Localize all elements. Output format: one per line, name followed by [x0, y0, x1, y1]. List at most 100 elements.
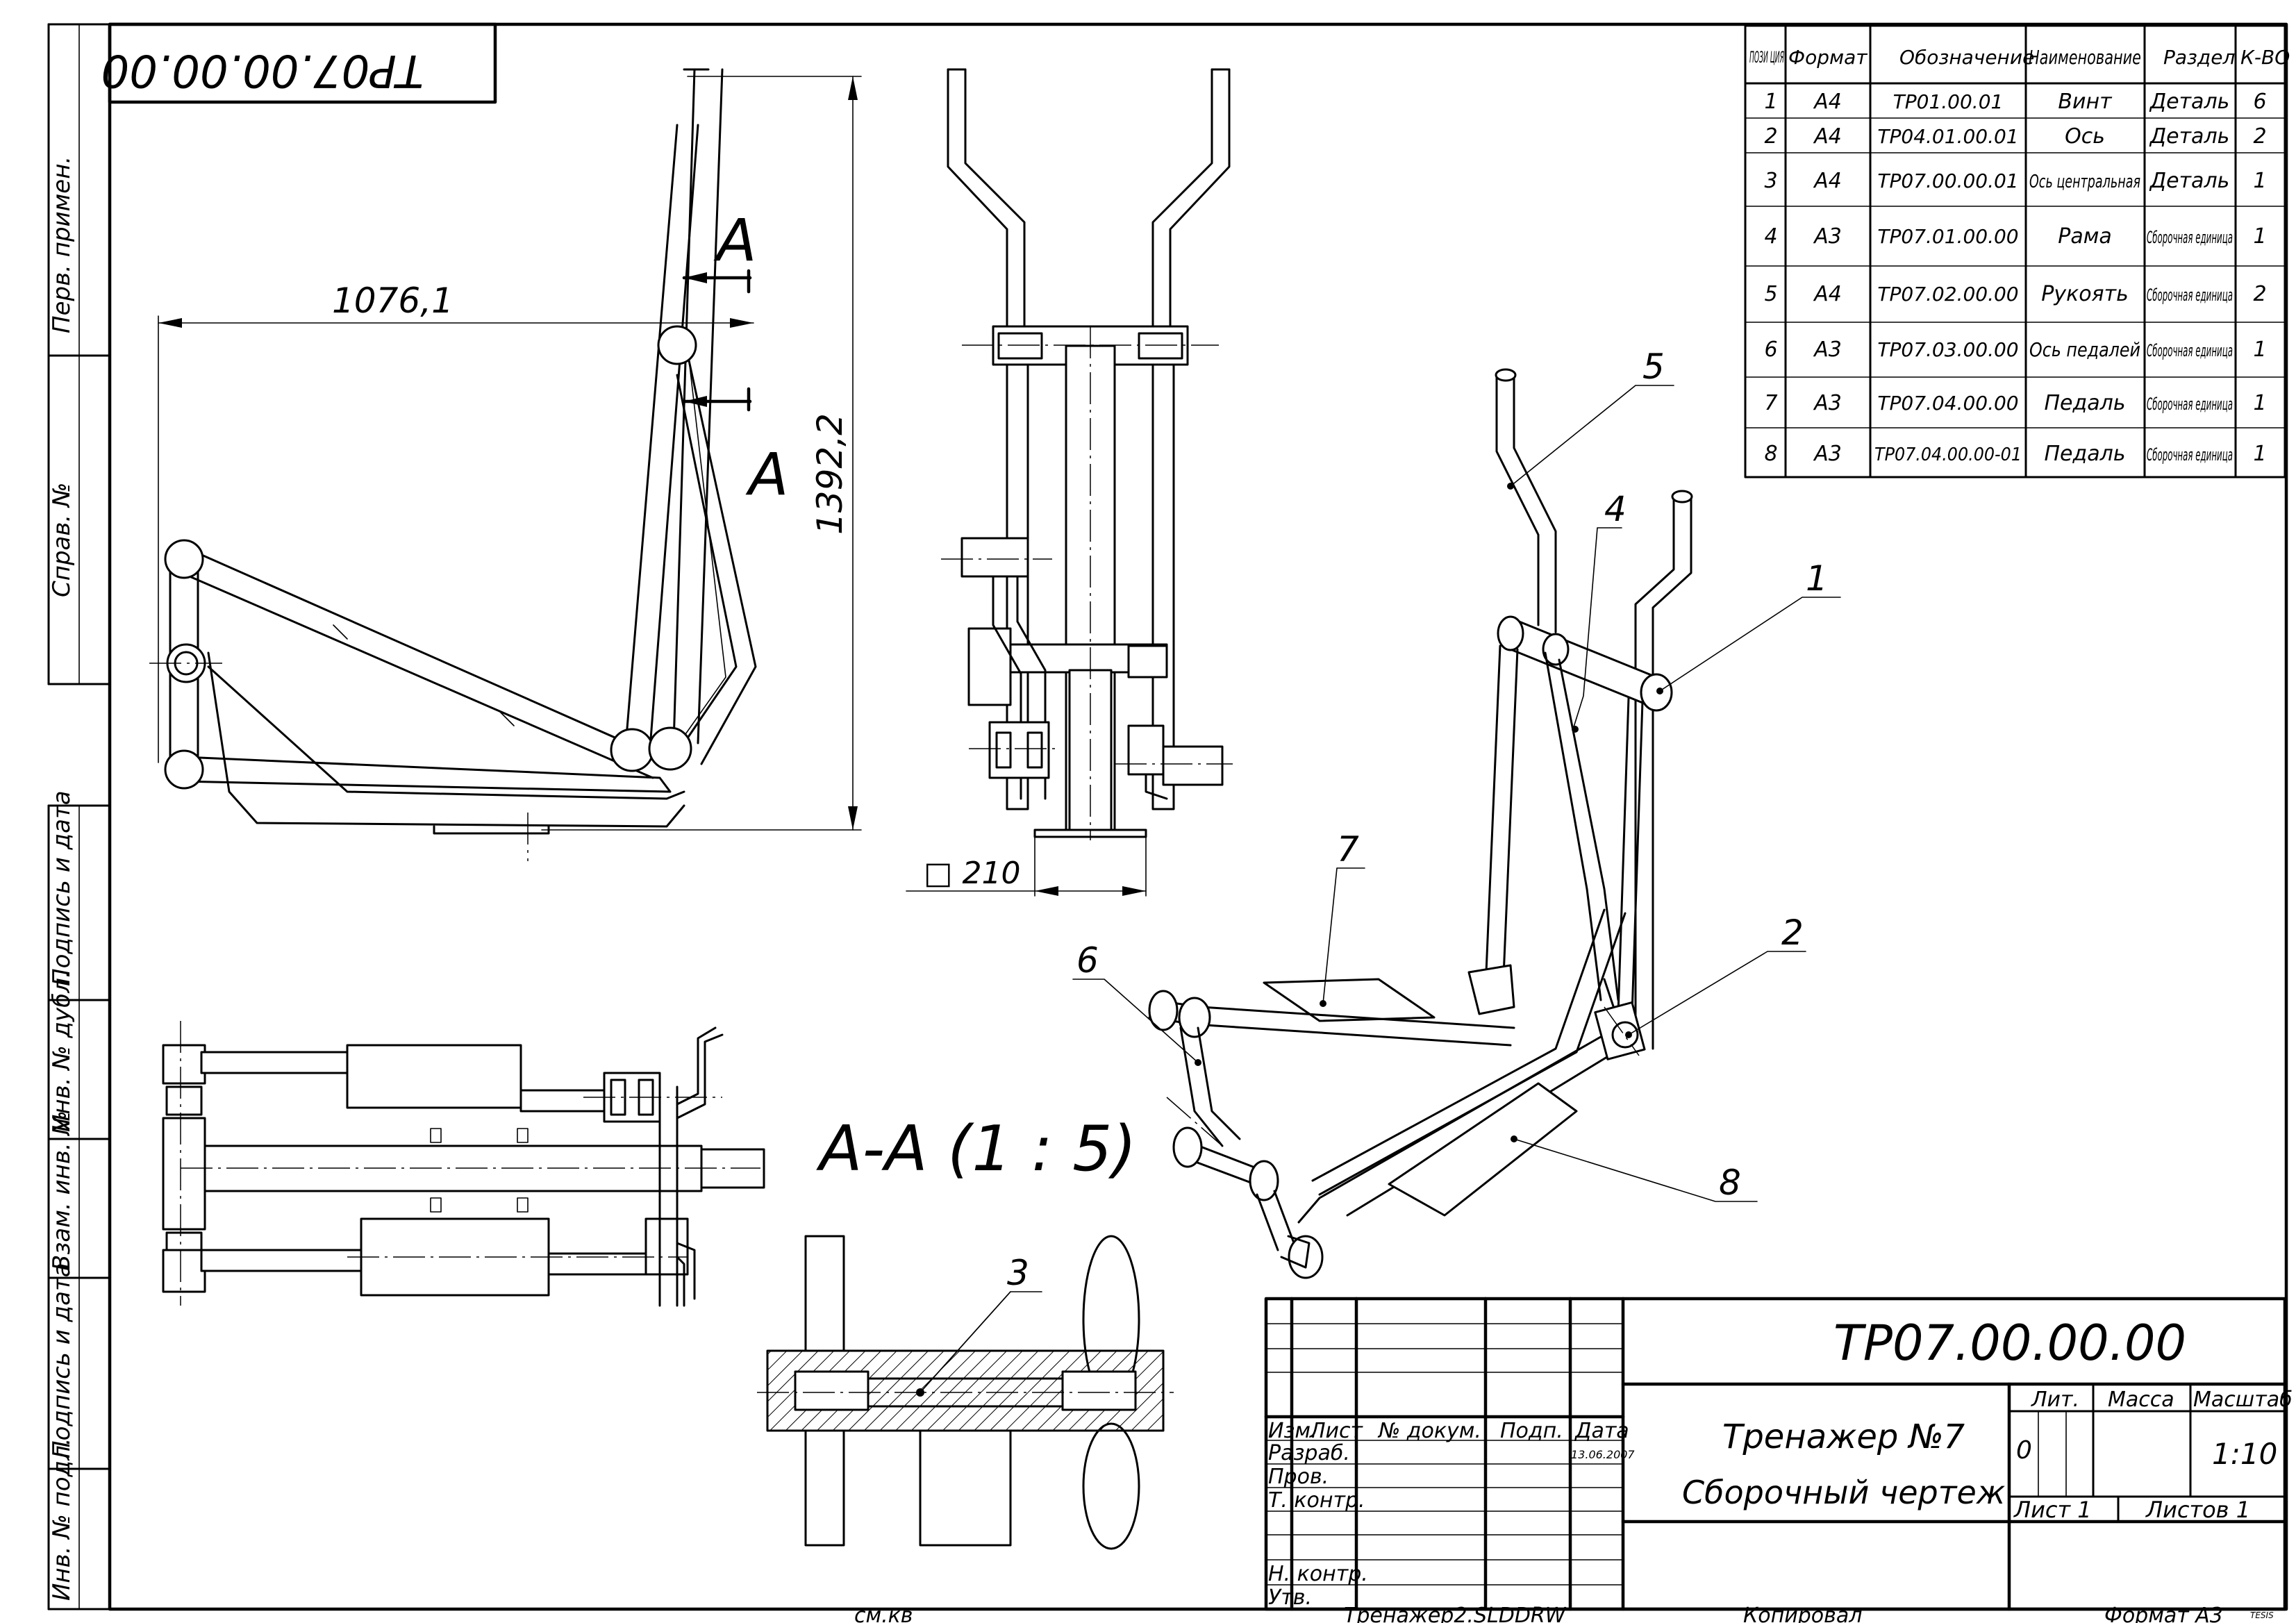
- label-vzam-inv-no: Взам. инв. №: [48, 1110, 76, 1271]
- row-qty: 2: [2253, 124, 2266, 149]
- callout-7: 7: [1337, 829, 1359, 869]
- header-oboznachenie: Обозначение: [1899, 46, 2034, 69]
- header-kolvo: К-ВО: [2240, 46, 2290, 69]
- header-format: Формат: [1788, 46, 1867, 69]
- section-mark-a-top: A: [713, 206, 756, 274]
- callouts: 1 2 3 4 5 6 7 8: [920, 347, 1841, 1393]
- row-format: А3: [1813, 224, 1842, 249]
- title-name-line1: Тренажер №7: [1722, 1417, 1965, 1456]
- label-perv-primen: Перв. примен.: [48, 156, 76, 333]
- row-section: Сборочная единица: [2147, 285, 2233, 305]
- row-name: Педаль: [2045, 391, 2126, 415]
- col-list: Лист: [1309, 1419, 1364, 1443]
- footer-file: Тренажер2.SLDDRW: [1344, 1604, 1567, 1623]
- row-designation: ТР07.03.00.00: [1877, 338, 2018, 361]
- row-designation: ТР07.00.00.01: [1877, 169, 2018, 192]
- row-name: Рукоять: [2041, 282, 2129, 306]
- row-designation: ТР07.04.00.00: [1877, 392, 2018, 415]
- dimension-width: 1076,1: [332, 281, 454, 321]
- dimension-height: 1392,2: [810, 413, 850, 535]
- sheet-label: Лист 1: [2013, 1497, 2092, 1523]
- callout-3: 3: [1007, 1253, 1029, 1293]
- label-podpis-data-top: Подпись и дата: [48, 790, 76, 986]
- footer-copied: Копировал: [1743, 1604, 1862, 1623]
- callout-8: 8: [1719, 1163, 1741, 1203]
- row-section: Деталь: [2149, 169, 2230, 193]
- row-prov: Пров.: [1268, 1465, 1329, 1489]
- row-section: Деталь: [2149, 124, 2230, 149]
- lit-value: 0: [2016, 1436, 2032, 1465]
- row-designation: ТР07.04.00.00-01: [1874, 444, 2022, 465]
- row-designation: ТР07.01.00.00: [1877, 225, 2018, 248]
- side-view: 1076,1 1392,2 A A: [149, 68, 862, 861]
- row-razrab: Разраб.: [1268, 1441, 1350, 1465]
- callout-6: 6: [1076, 940, 1099, 981]
- row-pos: 5: [1764, 282, 1777, 306]
- row-format: А4: [1813, 169, 1842, 193]
- row-pos: 7: [1764, 391, 1777, 415]
- row-format: А4: [1813, 90, 1842, 114]
- col-izm: Изм.: [1268, 1419, 1317, 1443]
- header-pozitsiya: ПОЗИ ЦИЯ: [1749, 49, 1784, 67]
- row-section: Сборочная единица: [2147, 341, 2233, 360]
- footer-tiny: TESIS: [2250, 1610, 2274, 1620]
- parts-table: ПОЗИ ЦИЯ Формат Обозначение Наименование…: [1744, 24, 2290, 478]
- code-stamp-text: ТР07.00.00.00: [101, 44, 424, 96]
- title-block: ТР07.00.00.00 Тренажер №7 Сборочный черт…: [1264, 1297, 2293, 1611]
- callout-4: 4: [1604, 489, 1627, 529]
- section-title: А-А (1 : 5): [816, 1113, 1137, 1185]
- label-inv-no-podl: Инв. № подл.: [48, 1438, 76, 1601]
- row-qty: 2: [2253, 282, 2266, 306]
- row-section: Сборочная единица: [2147, 445, 2233, 465]
- callout-2: 2: [1781, 913, 1804, 953]
- row-designation: ТР01.00.01: [1893, 90, 2004, 113]
- row-designation: ТР07.02.00.00: [1877, 283, 2018, 306]
- label-sprav-no: Справ. №: [48, 483, 76, 597]
- sheets-label: Листов 1: [2145, 1497, 2250, 1523]
- header-naimenovanie: Наименование: [2029, 46, 2141, 69]
- header-masshtab: Масштаб: [2193, 1388, 2293, 1412]
- col-podp: Подп.: [1500, 1419, 1563, 1443]
- date-value: 13.06.2007: [1571, 1448, 1635, 1461]
- footer-format: Формат А3: [2104, 1604, 2223, 1623]
- row-format: А4: [1813, 282, 1842, 306]
- header-lit: Лит.: [2031, 1388, 2079, 1412]
- title-code: ТР07.00.00.00: [1833, 1315, 2186, 1372]
- scale-value: 1:10: [2212, 1437, 2277, 1471]
- label-podpis-data-bottom: Подпись и дата: [48, 1263, 76, 1458]
- row-section: Сборочная единица: [2147, 228, 2233, 247]
- section-a-a: А-А (1 : 5): [757, 1113, 1174, 1550]
- row-pos: 4: [1764, 224, 1777, 249]
- row-pos: 1: [1764, 90, 1777, 114]
- row-qty: 1: [2253, 338, 2266, 362]
- row-format: А3: [1813, 391, 1842, 415]
- row-format: А3: [1813, 442, 1842, 466]
- row-qty: 1: [2253, 169, 2266, 193]
- row-tkontr: Т. контр.: [1268, 1488, 1365, 1513]
- top-view: [162, 1021, 765, 1307]
- callout-5: 5: [1642, 347, 1665, 387]
- row-section: Деталь: [2149, 90, 2230, 114]
- header-massa: Масса: [2108, 1388, 2174, 1412]
- row-designation: ТР04.01.00.01: [1877, 125, 2018, 148]
- header-razdel: Раздел: [2163, 46, 2236, 69]
- row-format: А3: [1813, 338, 1842, 362]
- row-qty: 1: [2253, 442, 2266, 466]
- code-stamp: ТР07.00.00.00: [101, 22, 497, 104]
- callout-1: 1: [1806, 558, 1828, 599]
- row-utv: Утв.: [1268, 1585, 1312, 1610]
- row-pos: 3: [1764, 169, 1777, 193]
- row-name: Ось педалей: [2029, 338, 2140, 361]
- title-name-line2: Сборочный чертеж: [1682, 1474, 2006, 1511]
- row-name: Педаль: [2045, 442, 2126, 466]
- label-inv-no-dubl: Инв. № дубл.: [48, 970, 76, 1132]
- row-name: Рама: [2058, 224, 2112, 249]
- row-pos: 6: [1764, 338, 1777, 362]
- row-qty: 1: [2253, 224, 2266, 249]
- footer: см.кв Тренажер2.SLDDRW Копировал Формат …: [854, 1604, 2274, 1623]
- row-qty: 1: [2253, 391, 2266, 415]
- side-labels: Перв. примен. Справ. № Подпись и дата Ин…: [48, 156, 76, 1601]
- row-section: Сборочная единица: [2147, 394, 2233, 414]
- row-name: Ось центральная: [2029, 172, 2140, 192]
- row-qty: 6: [2253, 90, 2266, 114]
